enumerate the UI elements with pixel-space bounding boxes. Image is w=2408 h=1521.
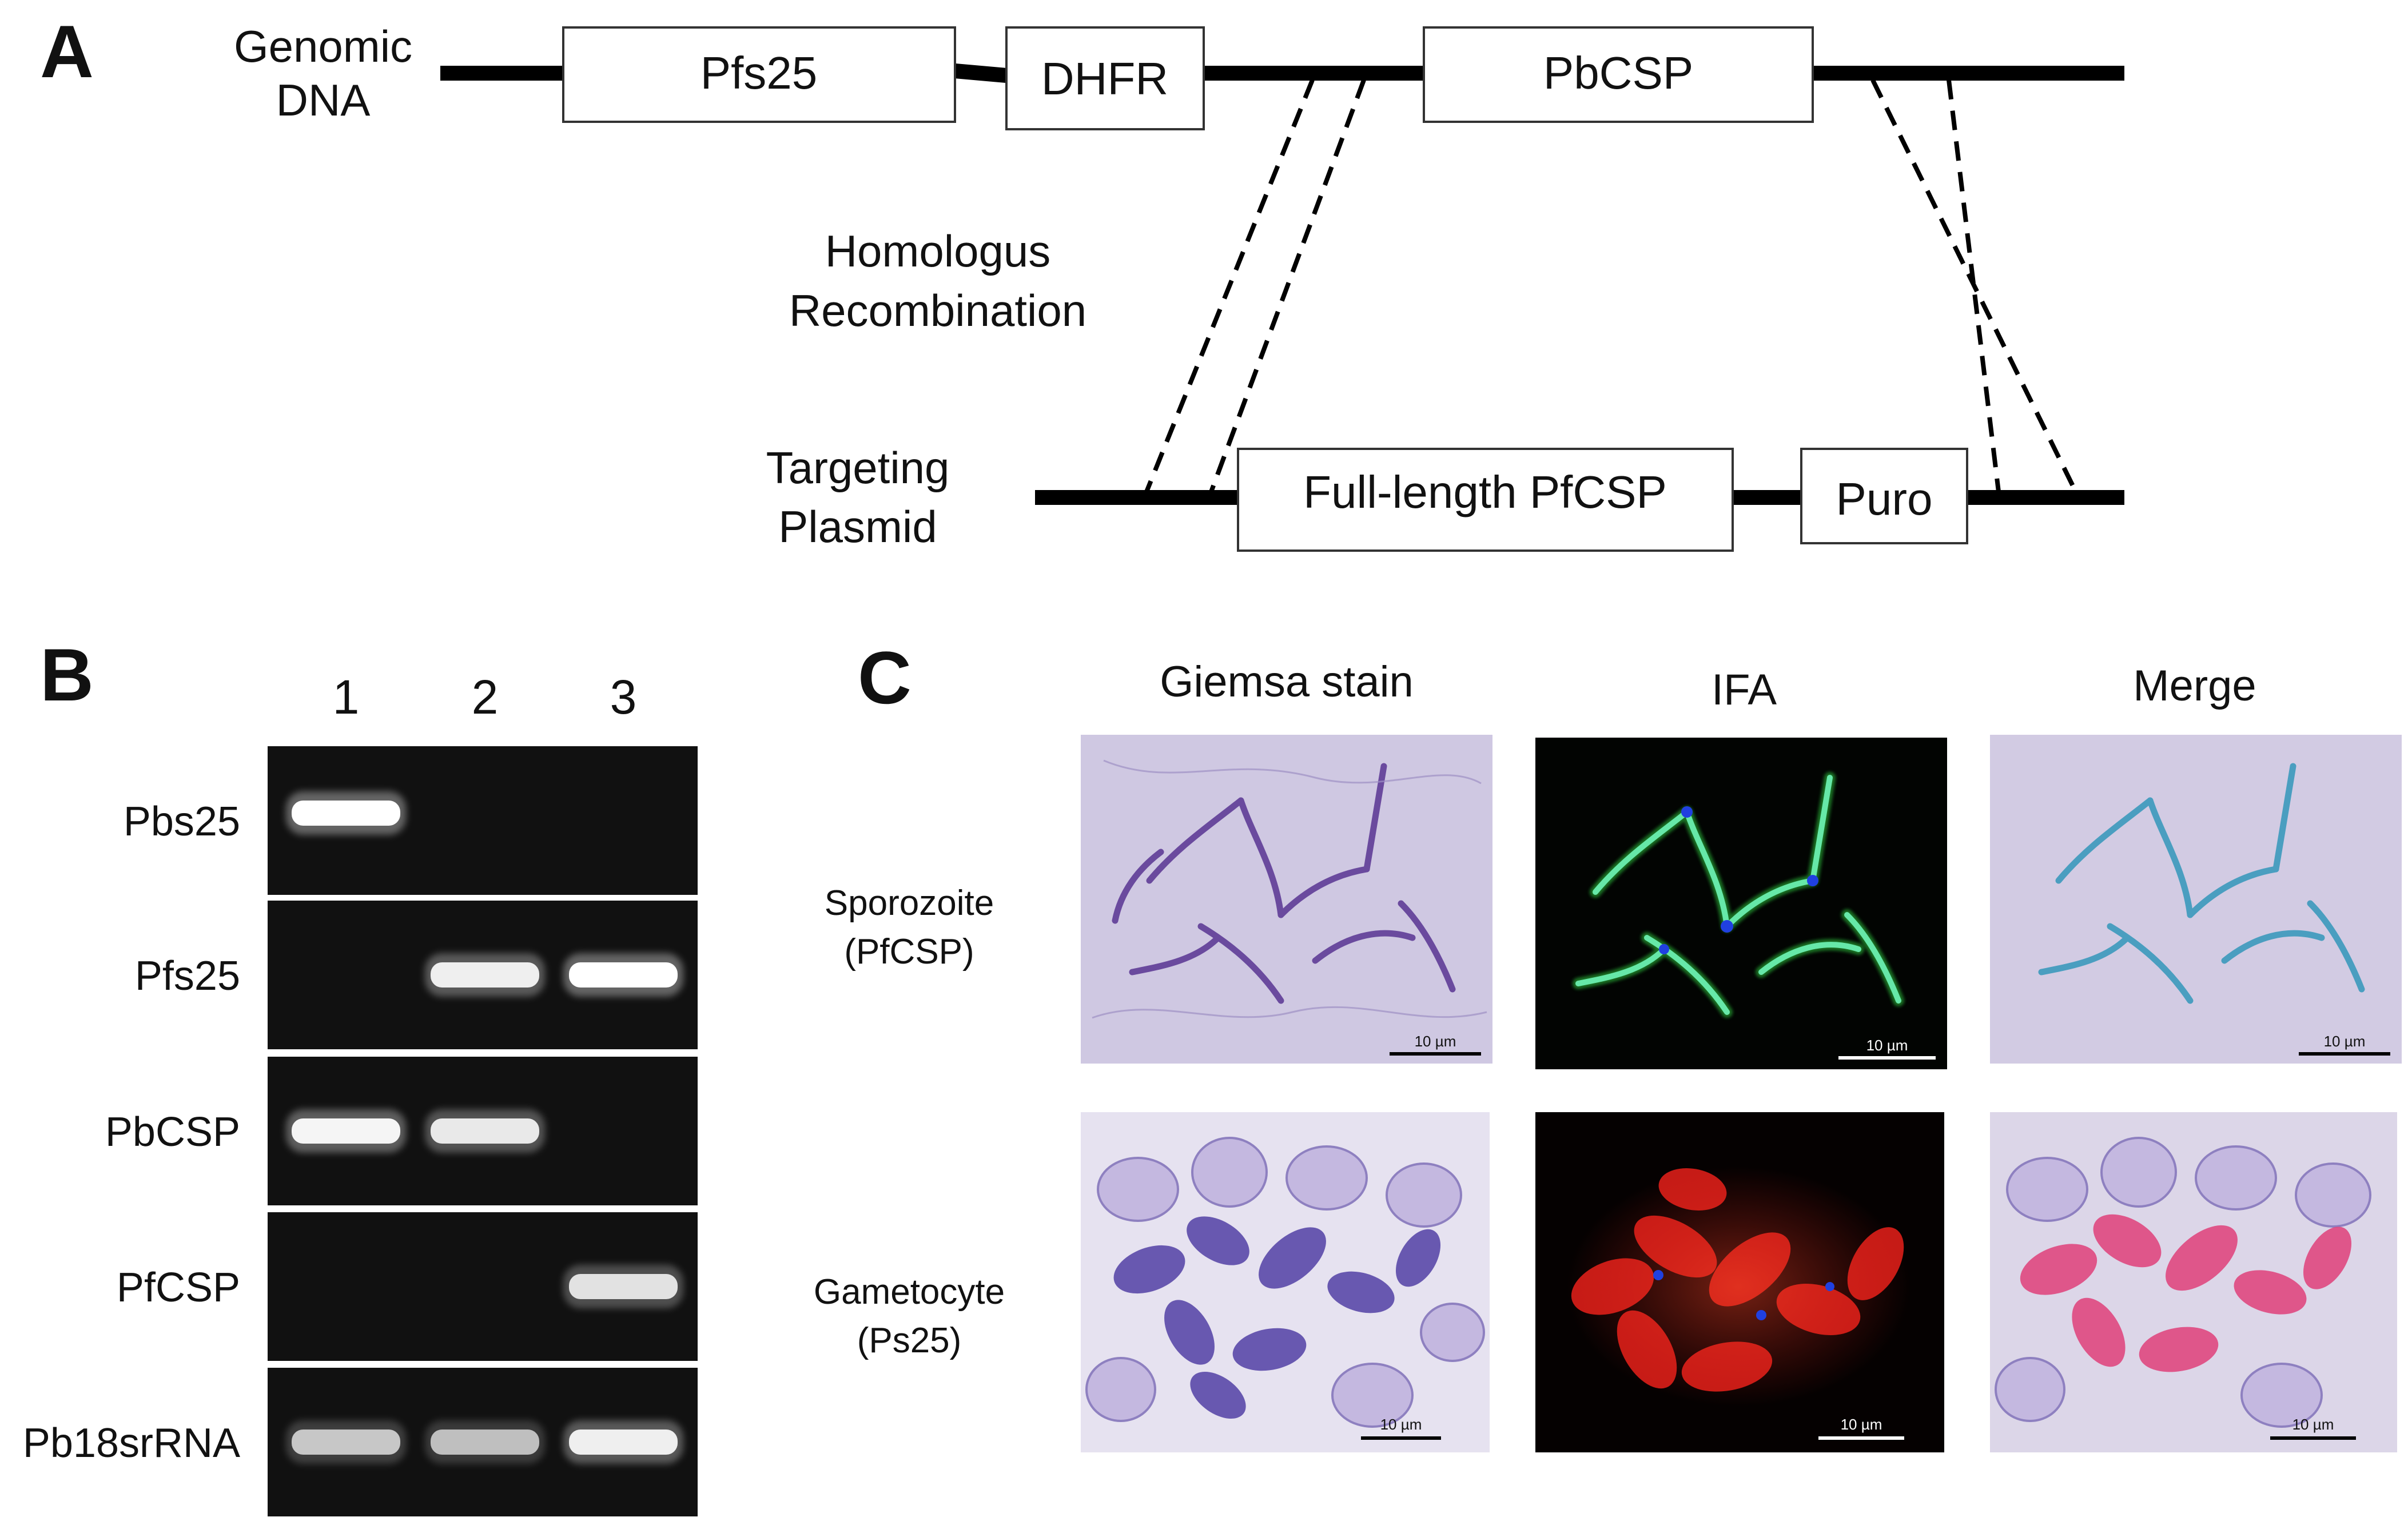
gel-band-lane-3 — [569, 1274, 678, 1299]
recombination-label-2: Recombination — [789, 285, 1086, 336]
plasmid-box-puro — [1800, 448, 1968, 544]
gel-band-lane-2 — [431, 1118, 539, 1144]
gel-row-pbcsp: PbCSP — [105, 1057, 698, 1205]
scale-bar-label-3: 10 µm — [2324, 1033, 2366, 1050]
gel-band-lane-1 — [292, 1118, 400, 1144]
plasmid-box-pfcsp-label: Full-length PfCSP — [1303, 467, 1667, 517]
recombination-label-1: Homologus — [825, 226, 1051, 276]
micrograph-sporozoite-ifa: 10 µm — [1535, 738, 1947, 1069]
lane-label-2: 2 — [472, 670, 499, 724]
micrograph-sporozoite-merge: 10 µm — [1990, 735, 2402, 1064]
plasmid-box-puro-label: Puro — [1836, 473, 1933, 524]
genomic-box-pbcsp-label: PbCSP — [1543, 47, 1693, 98]
gel-row-pbs25: Pbs25 — [124, 746, 698, 895]
genomic-box-pfs25-label: Pfs25 — [700, 47, 818, 98]
genomic-dna-label-2: DNA — [276, 75, 371, 125]
gel-row-pb18srrna: Pb18srRNA — [23, 1368, 698, 1516]
column-header-merge: Merge — [2133, 662, 2256, 710]
recombination-crossover-lines — [1144, 79, 2078, 493]
gel-band-lane-1 — [292, 1430, 400, 1455]
plasmid-box-pfcsp — [1237, 448, 1734, 552]
row-label-gametocyte-2: (Ps25) — [857, 1321, 962, 1360]
row-label-sporozoite-2: (PfCSP) — [844, 932, 974, 971]
scale-bar-label-4: 10 µm — [1380, 1416, 1422, 1433]
gel-band-lane-3 — [569, 962, 678, 988]
row-label-sporozoite-1: Sporozoite — [825, 883, 994, 923]
panel-b-letter: B — [40, 633, 94, 716]
column-header-giemsa: Giemsa stain — [1160, 658, 1414, 706]
gel-band-lane-2 — [431, 962, 539, 988]
micrograph-gametocyte-ifa: 10 µm — [1535, 1112, 1944, 1452]
gel-row-pfcsp: PfCSP — [117, 1212, 698, 1361]
genomic-dna-label-1: Genomic — [234, 21, 412, 71]
row-label-gametocyte-1: Gametocyte — [814, 1272, 1005, 1312]
scale-bar-label-5: 10 µm — [1841, 1416, 1882, 1433]
gel-row-label: PbCSP — [105, 1109, 240, 1155]
panel-c-letter: C — [858, 636, 912, 719]
scale-bar-label-6: 10 µm — [2292, 1416, 2334, 1433]
lane-labels: 1 2 3 — [333, 670, 637, 724]
gel-band-lane-3 — [569, 1430, 678, 1455]
gel-row-label: Pfs25 — [135, 953, 240, 999]
genomic-box-pfs25 — [562, 26, 956, 123]
genomic-box-dhfr — [1005, 26, 1205, 130]
panel-a: A Genomic DNA Pfs25 DHFR PbCSP Homologus… — [40, 10, 2124, 552]
micrograph-gametocyte-giemsa: 10 µm — [1081, 1112, 1490, 1452]
targeting-plasmid-label-1: Targeting — [766, 443, 950, 493]
scale-bar-label-1: 10 µm — [1415, 1033, 1456, 1050]
lane-label-3: 3 — [610, 670, 637, 724]
panel-c: C Giemsa stain IFA Merge Sporozoite (PfC… — [814, 636, 2402, 1452]
micrograph-sporozoite-giemsa: 10 µm — [1081, 735, 1492, 1064]
gel-row-label: Pb18srRNA — [23, 1420, 240, 1466]
genomic-box-dhfr-label: DHFR — [1041, 53, 1168, 104]
genomic-box-pbcsp — [1423, 26, 1814, 123]
targeting-plasmid-label-2: Plasmid — [778, 501, 937, 552]
micrograph-gametocyte-merge: 10 µm — [1990, 1112, 2397, 1452]
gel-row-label: Pbs25 — [124, 799, 240, 845]
genomic-dna-line — [440, 63, 2124, 83]
panel-a-letter: A — [40, 10, 94, 93]
gel-row-label: PfCSP — [117, 1265, 240, 1311]
gel-row-pfs25: Pfs25 — [135, 901, 698, 1049]
lane-label-1: 1 — [333, 670, 360, 724]
column-header-ifa: IFA — [1712, 666, 1777, 714]
scale-bar-label-2: 10 µm — [1866, 1037, 1908, 1054]
gel-band-lane-2 — [431, 1430, 539, 1455]
gel-band-lane-1 — [292, 801, 400, 826]
